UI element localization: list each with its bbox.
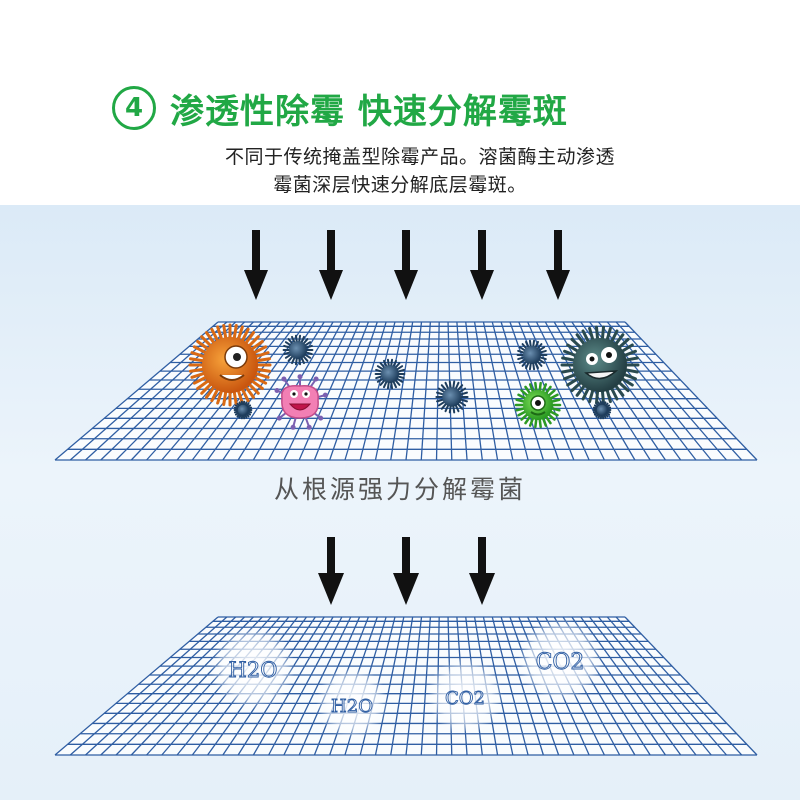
down-arrow-icon xyxy=(546,230,570,300)
germ-icon xyxy=(592,400,612,420)
germ-icon xyxy=(274,374,328,430)
bubble xyxy=(427,658,503,734)
top-arrows xyxy=(244,230,570,300)
mesh-grid-upper xyxy=(54,321,758,461)
header-section: 4 渗透性除霉 快速分解霉斑 不同于传统掩盖型除霉产品。溶菌酶主动渗透 霉菌深层… xyxy=(0,0,800,205)
down-arrow-icon xyxy=(393,537,419,605)
germ-icon xyxy=(514,381,562,429)
molecule-bubbles: H2O H2O CO2 CO2 xyxy=(211,618,602,739)
bubble xyxy=(211,626,295,710)
middle-arrows xyxy=(318,537,495,605)
germ-icon xyxy=(560,325,640,405)
molecule-label-co2: CO2 xyxy=(536,650,585,675)
germ-icon xyxy=(233,400,253,420)
molecule-label-h2o: H2O xyxy=(229,658,278,682)
down-arrow-icon xyxy=(469,537,495,605)
germ-icon xyxy=(188,323,272,407)
description-line-2: 霉菌深层快速分解底层霉斑。 xyxy=(273,174,527,196)
description-line-1: 不同于传统掩盖型除霉产品。溶菌酶主动渗透 xyxy=(224,146,615,168)
molecule-label-h2o: H2O xyxy=(331,696,373,717)
mesh-grid-lower xyxy=(54,616,758,756)
germ-icon xyxy=(516,339,548,371)
title-row: 4 渗透性除霉 快速分解霉斑 xyxy=(112,80,568,136)
down-arrow-icon xyxy=(394,230,418,300)
step-badge: 4 xyxy=(112,86,156,130)
process-label: 从根源强力分解霉菌 xyxy=(273,475,526,504)
germ-icon xyxy=(282,334,314,366)
germ-icon xyxy=(374,358,406,390)
germs xyxy=(188,323,640,430)
bubble xyxy=(316,667,388,739)
down-arrow-icon xyxy=(244,230,268,300)
down-arrow-icon xyxy=(470,230,494,300)
section-title: 渗透性除霉 快速分解霉斑 xyxy=(170,91,568,132)
germ-icon xyxy=(435,380,469,414)
down-arrow-icon xyxy=(319,230,343,300)
down-arrow-icon xyxy=(318,537,344,605)
molecule-label-co2: CO2 xyxy=(445,688,485,709)
bubble xyxy=(518,618,602,702)
